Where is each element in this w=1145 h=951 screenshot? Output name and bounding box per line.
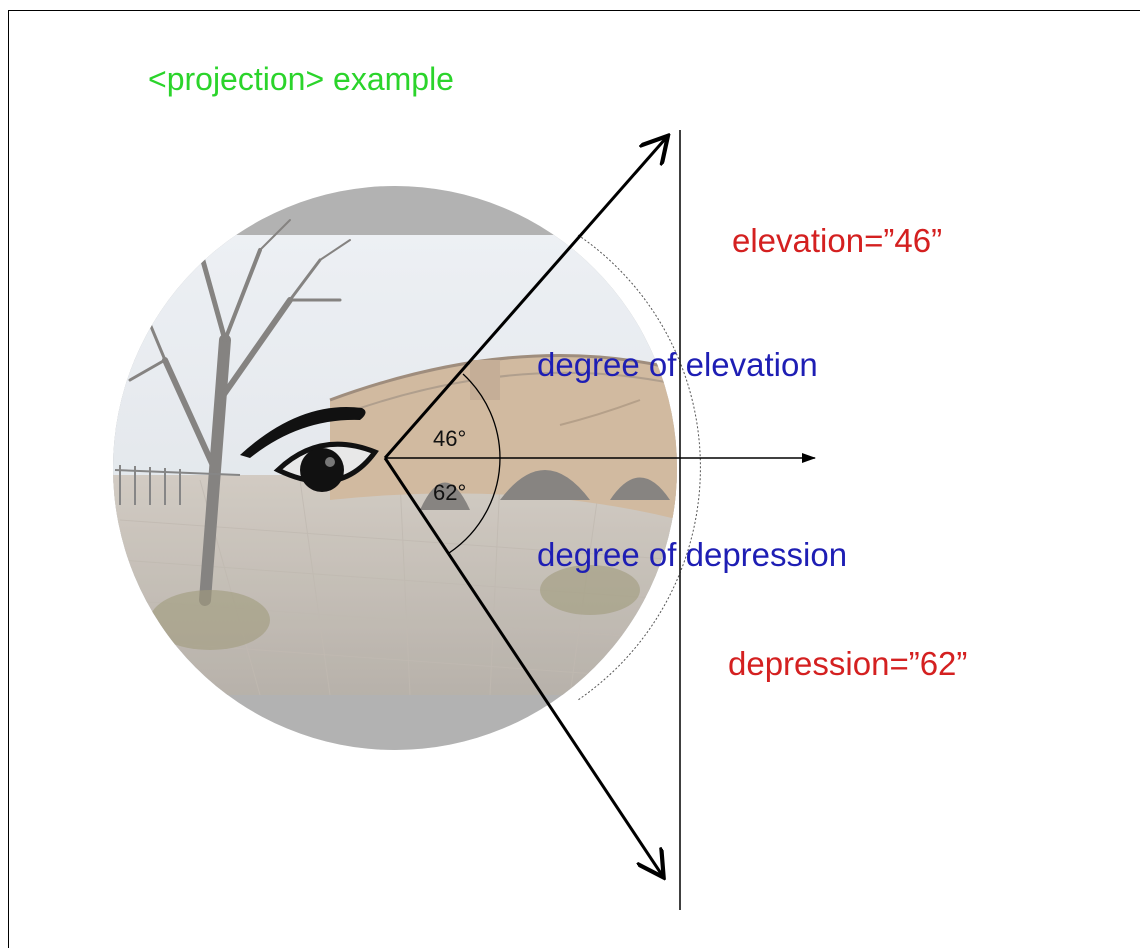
depression-ray-arrow xyxy=(383,457,662,875)
eye-icon xyxy=(240,406,379,492)
depression-angle-label: 62° xyxy=(433,480,466,505)
sphere-edge xyxy=(577,234,701,701)
elevation-caption: degree of elevation xyxy=(537,346,818,383)
elevation-angle-label: 46° xyxy=(433,426,466,451)
panorama-sphere xyxy=(113,186,677,750)
bridge xyxy=(329,353,677,520)
diagram-frame xyxy=(8,10,1140,948)
elevation-attribute-label: elevation=”46” xyxy=(732,222,942,259)
fence xyxy=(114,465,241,505)
depression-caption: degree of depression xyxy=(537,536,847,573)
elevation-arc xyxy=(462,373,501,459)
depression-attribute-label: depression=”62” xyxy=(728,645,967,682)
diagram-title: <projection> example xyxy=(148,61,454,97)
grass-patch xyxy=(150,590,270,650)
elevation-ray-arrow xyxy=(383,138,666,459)
grass-patch xyxy=(540,565,640,615)
depression-arc xyxy=(448,457,501,554)
